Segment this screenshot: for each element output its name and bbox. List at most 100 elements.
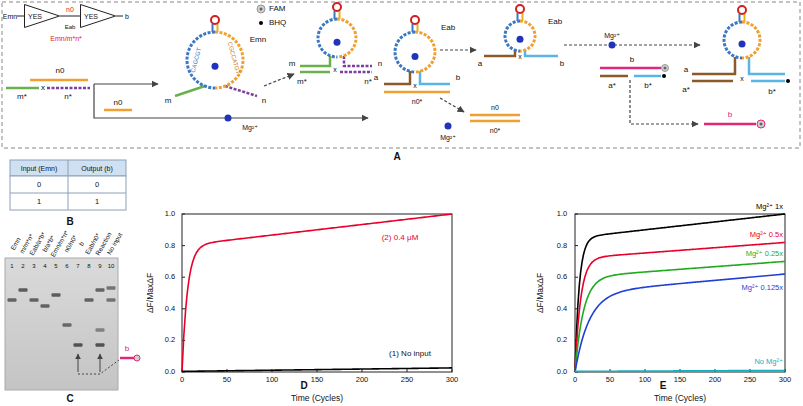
substrate-strand bbox=[692, 80, 733, 83]
ion-label: Mg²⁺ bbox=[440, 134, 456, 141]
tick-label: 1.0 bbox=[165, 210, 175, 218]
gate-label: YES bbox=[28, 13, 42, 20]
tick-label: 0.0 bbox=[557, 368, 567, 376]
input-duplex bbox=[6, 87, 39, 90]
tick-label: 0.8 bbox=[557, 242, 567, 250]
legend-swatch bbox=[260, 8, 263, 11]
tick-label: 300 bbox=[779, 376, 792, 384]
strand-label: n0* bbox=[490, 127, 501, 134]
strand-label: n0 bbox=[491, 104, 499, 111]
curve-label: (1) No input bbox=[389, 350, 431, 358]
enzyme-label: Eab bbox=[548, 18, 562, 26]
strand-label: n* bbox=[364, 78, 372, 86]
truth-table bbox=[10, 193, 126, 194]
curve-label: Mg²⁺ 0.5x bbox=[750, 231, 783, 239]
dnazyme bbox=[505, 21, 520, 51]
curve-label: Mg²⁺ 0.25x bbox=[746, 250, 783, 258]
substrate-strand bbox=[300, 71, 330, 74]
ion-label: Mg²⁺ bbox=[242, 124, 258, 131]
axis-tick bbox=[575, 214, 785, 372]
tick-label: 300 bbox=[446, 376, 459, 384]
tick-label: 0.6 bbox=[557, 273, 567, 281]
dnazyme bbox=[395, 16, 435, 72]
strand-label: m* bbox=[297, 78, 307, 86]
tick-label: 0.8 bbox=[165, 242, 175, 250]
strand-label: b bbox=[630, 56, 634, 64]
axis-tick bbox=[575, 214, 578, 215]
tick-label: 0.2 bbox=[165, 337, 175, 345]
substrate-strand bbox=[751, 80, 785, 83]
substrate-strand bbox=[470, 120, 520, 123]
gel-band bbox=[8, 298, 17, 302]
enzyme-arm bbox=[175, 50, 785, 96]
legend-entry: FAM bbox=[256, 3, 286, 15]
lane-number: 7 bbox=[76, 263, 79, 269]
strand-label: b bbox=[125, 345, 129, 353]
flow-arrow bbox=[94, 84, 368, 118]
strand-label: n bbox=[262, 97, 266, 105]
gate-outline bbox=[81, 5, 116, 28]
plot-frame bbox=[182, 214, 785, 372]
quencher bbox=[662, 74, 666, 78]
gel-band bbox=[19, 288, 28, 292]
tick-label: 0.6 bbox=[165, 273, 175, 281]
gel-band bbox=[107, 286, 116, 290]
enzyme-label: Eab bbox=[65, 24, 76, 30]
dnazyme bbox=[187, 32, 215, 88]
axis-tick bbox=[182, 308, 185, 309]
legend-text: BHQ bbox=[269, 19, 286, 27]
axis-tick bbox=[575, 277, 578, 278]
tick-label: 100 bbox=[639, 376, 652, 384]
junction-mark: x bbox=[740, 75, 744, 82]
kinetic-curve bbox=[182, 214, 452, 372]
panel-letter: E bbox=[660, 381, 667, 391]
axis-title: ΔF/MaxΔF bbox=[536, 273, 545, 313]
strand-label: m bbox=[289, 60, 296, 68]
lane-number: 2 bbox=[21, 263, 24, 269]
dnazyme bbox=[337, 19, 356, 57]
tick-label: 150 bbox=[311, 376, 324, 384]
strand-label: b bbox=[560, 60, 564, 68]
kinetic-curve bbox=[182, 368, 452, 371]
kinetic-curve bbox=[575, 274, 785, 372]
magnesium-ion bbox=[609, 42, 616, 49]
enzyme-arm bbox=[692, 57, 735, 74]
curve-label: Mg²⁺ 0.125x bbox=[742, 284, 783, 292]
legend-text: FAM bbox=[269, 5, 285, 13]
flow-arrow bbox=[564, 44, 700, 45]
strand-label: n* bbox=[64, 93, 72, 101]
substrate-strand bbox=[704, 123, 756, 126]
gel-band bbox=[8, 286, 116, 347]
released-strand bbox=[104, 109, 132, 112]
curve-label: No Mg²⁺ bbox=[754, 358, 783, 366]
strand-label: b* bbox=[644, 82, 652, 90]
dnazyme bbox=[739, 40, 746, 47]
kinetic-curve bbox=[575, 370, 785, 373]
enzyme-label: Eab bbox=[441, 24, 455, 32]
kinetic-curve bbox=[575, 214, 785, 372]
enzyme-arm bbox=[420, 71, 450, 84]
axis-tick bbox=[182, 277, 185, 278]
substrate-strand bbox=[300, 68, 785, 124]
dnazyme bbox=[318, 19, 337, 57]
dnazyme bbox=[415, 32, 435, 72]
input-duplex bbox=[6, 80, 90, 88]
axis-title: Time (Cycles) bbox=[654, 394, 706, 403]
input-duplex bbox=[30, 79, 88, 82]
lane-number: 6 bbox=[65, 263, 68, 269]
table-cell: 0 bbox=[95, 181, 99, 189]
fluorophore bbox=[760, 123, 763, 126]
panel-frame bbox=[2, 2, 800, 148]
gel-pointer bbox=[78, 354, 119, 374]
lane-number: 10 bbox=[108, 263, 115, 269]
strand-label: n0* bbox=[412, 98, 423, 105]
signal-label: b bbox=[125, 13, 129, 20]
dnazyme bbox=[505, 5, 535, 51]
ion-label: Mg²⁺ bbox=[604, 32, 620, 39]
product-strand bbox=[120, 355, 140, 361]
fluorophore bbox=[662, 65, 766, 129]
strand-label: m* bbox=[17, 93, 27, 101]
plot-frame bbox=[182, 214, 452, 372]
